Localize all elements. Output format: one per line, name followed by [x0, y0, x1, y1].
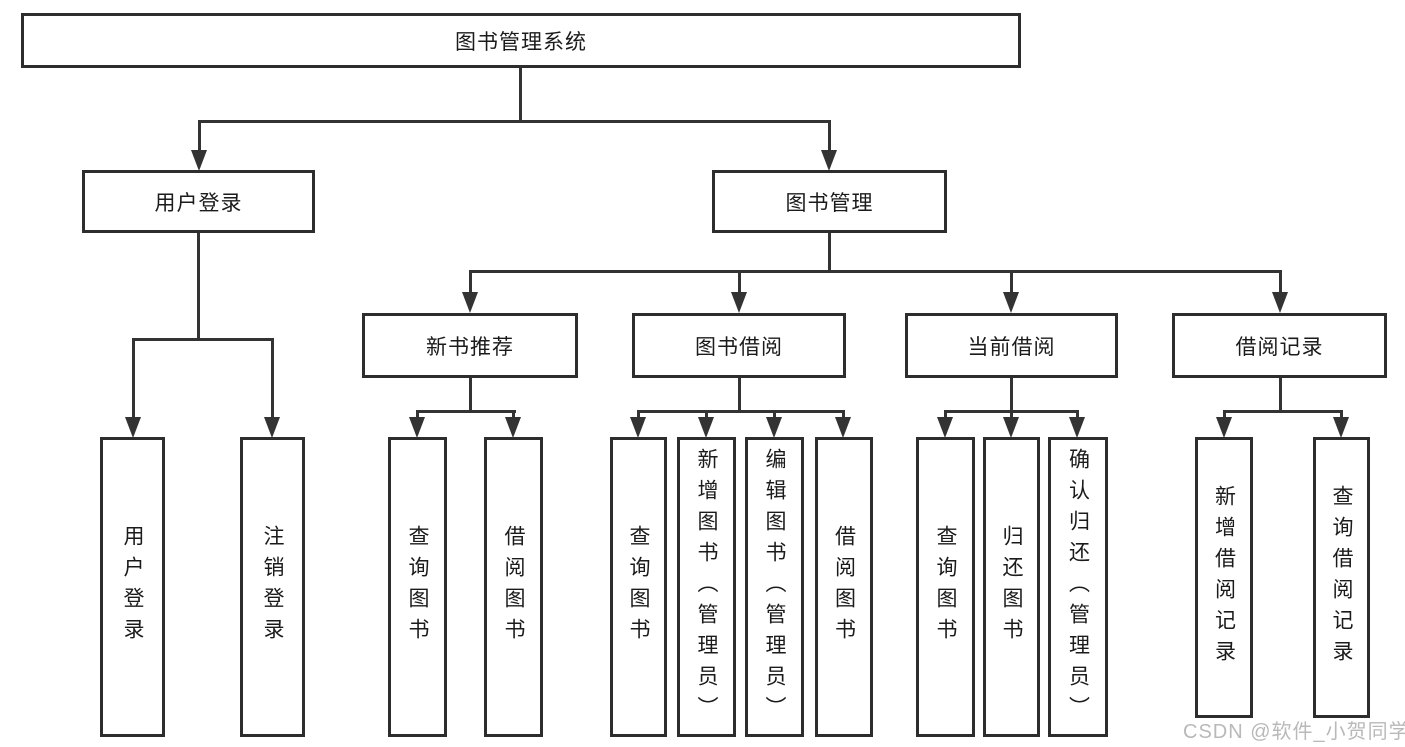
- connector-line: [637, 410, 640, 420]
- leaf-logout: 注销登录: [240, 437, 305, 737]
- leaf-query-books-current-label: 查询图书: [934, 525, 958, 649]
- leaf-add-borrow-record-label: 新增借阅记录: [1212, 484, 1236, 671]
- connector-line: [469, 270, 472, 294]
- leaf-add-books-admin-label: 新增图书（管理员）: [695, 447, 719, 727]
- leaf-add-borrow-record: 新增借阅记录: [1195, 437, 1253, 718]
- arrow-down-icon: [1333, 417, 1349, 438]
- node-root-label: 图书管理系统: [455, 30, 587, 54]
- node-book-borrowing-label: 图书借阅: [695, 335, 783, 359]
- leaf-query-books-recommend: 查询图书: [388, 437, 447, 737]
- connector-line: [1223, 410, 1343, 413]
- leaf-query-borrow-record-label: 查询借阅记录: [1330, 484, 1354, 671]
- connector-line: [1010, 378, 1013, 410]
- arrow-down-icon: [698, 417, 714, 438]
- leaf-user-login: 用户登录: [100, 437, 165, 737]
- arrow-down-icon: [630, 417, 646, 438]
- arrow-down-icon: [1003, 417, 1019, 438]
- connector-line: [416, 410, 516, 413]
- node-root: 图书管理系统: [21, 13, 1021, 68]
- connector-line: [416, 410, 419, 420]
- connector-line: [773, 410, 776, 420]
- arrow-down-icon: [835, 417, 851, 438]
- leaf-borrow-books-recommend-label: 借阅图书: [502, 525, 526, 649]
- leaf-confirm-return-admin-label: 确认归还（管理员）: [1066, 447, 1090, 727]
- connector-line: [705, 410, 708, 420]
- connector-line: [637, 410, 845, 413]
- connector-line: [738, 378, 741, 410]
- node-new-book-recommend-label: 新书推荐: [426, 335, 514, 359]
- connector-line: [1340, 410, 1343, 420]
- connector-line: [738, 270, 741, 294]
- connector-line: [519, 68, 522, 120]
- node-borrow-records: 借阅记录: [1172, 313, 1387, 378]
- connector-line: [1223, 410, 1226, 420]
- arrow-down-icon: [731, 292, 747, 313]
- arrow-down-icon: [1216, 417, 1232, 438]
- arrow-down-icon: [409, 417, 425, 438]
- connector-line: [1279, 270, 1282, 294]
- connector-line: [828, 120, 831, 153]
- node-book-management: 图书管理: [712, 170, 947, 233]
- connector-line: [1010, 270, 1013, 294]
- leaf-logout-label: 注销登录: [261, 525, 285, 649]
- leaf-borrow-books-label: 借阅图书: [832, 525, 856, 649]
- leaf-query-books-current: 查询图书: [916, 437, 975, 737]
- arrow-down-icon: [937, 417, 953, 438]
- leaf-query-borrow-record: 查询借阅记录: [1313, 437, 1370, 718]
- connector-line: [1279, 378, 1282, 410]
- node-user-login: 用户登录: [82, 170, 315, 233]
- leaf-borrow-books: 借阅图书: [815, 437, 873, 737]
- arrow-down-icon: [766, 417, 782, 438]
- connector-line: [842, 410, 845, 420]
- leaf-query-books-borrowing-label: 查询图书: [627, 525, 651, 649]
- connector-line: [469, 270, 1282, 273]
- node-borrow-records-label: 借阅记录: [1235, 335, 1324, 359]
- node-current-borrowing: 当前借阅: [905, 313, 1118, 378]
- connector-line: [944, 410, 947, 420]
- arrow-down-icon: [191, 150, 207, 171]
- connector-line: [198, 120, 201, 153]
- arrow-down-icon: [462, 292, 478, 313]
- node-book-management-label: 图书管理: [785, 191, 874, 215]
- connector-line: [132, 338, 135, 418]
- connector-line: [828, 233, 831, 270]
- connector-line: [198, 120, 831, 123]
- arrow-down-icon: [505, 417, 521, 438]
- connector-line: [1076, 410, 1079, 420]
- watermark-text: CSDN @软件_小贺同学: [1183, 721, 1405, 743]
- arrow-down-icon: [1272, 292, 1288, 313]
- leaf-add-books-admin: 新增图书（管理员）: [677, 437, 736, 737]
- connector-line: [1010, 410, 1013, 420]
- leaf-edit-books-admin-label: 编辑图书（管理员）: [763, 447, 787, 727]
- leaf-return-books: 归还图书: [983, 437, 1040, 737]
- node-user-login-label: 用户登录: [154, 191, 243, 215]
- arrow-down-icon: [821, 150, 837, 171]
- connector-line: [271, 338, 274, 418]
- leaf-confirm-return-admin: 确认归还（管理员）: [1048, 437, 1108, 737]
- arrow-down-icon: [264, 417, 280, 438]
- arrow-down-icon: [1069, 417, 1085, 438]
- arrow-down-icon: [1003, 292, 1019, 313]
- leaf-edit-books-admin: 编辑图书（管理员）: [745, 437, 804, 737]
- connector-line: [132, 338, 273, 341]
- leaf-user-login-label: 用户登录: [121, 525, 145, 649]
- node-current-borrowing-label: 当前借阅: [967, 335, 1056, 359]
- connector-line: [469, 378, 472, 410]
- leaf-query-books-recommend-label: 查询图书: [406, 525, 430, 649]
- leaf-return-books-label: 归还图书: [1000, 525, 1024, 649]
- connector-line: [512, 410, 515, 420]
- arrow-down-icon: [125, 417, 141, 438]
- connector-line: [197, 233, 200, 338]
- node-book-borrowing: 图书借阅: [632, 313, 846, 378]
- leaf-query-books-borrowing: 查询图书: [610, 437, 667, 737]
- node-new-book-recommend: 新书推荐: [362, 313, 578, 378]
- leaf-borrow-books-recommend: 借阅图书: [484, 437, 543, 737]
